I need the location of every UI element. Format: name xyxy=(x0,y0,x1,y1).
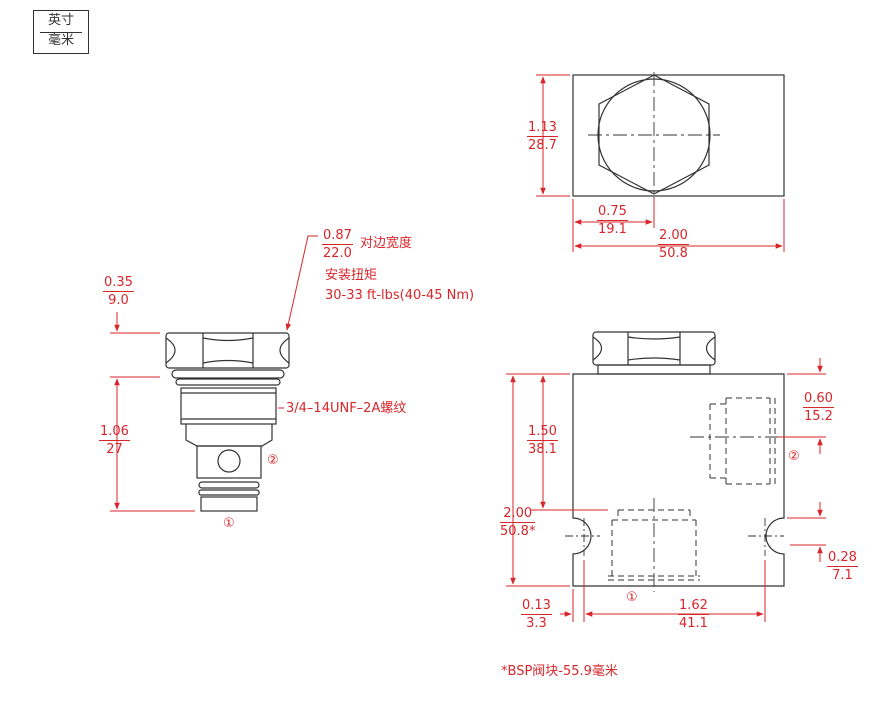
mount-offset-mm: 7.1 xyxy=(832,568,853,583)
hex-width-fraction: 0.87 22.0 xyxy=(322,228,353,261)
cartridge-body xyxy=(196,445,262,479)
block-depth-mm: 28.7 xyxy=(528,138,557,153)
unit-inch-label: 英寸 xyxy=(47,13,74,28)
cartridge-dimensions xyxy=(110,235,318,512)
body-length-mm: 27 xyxy=(106,442,123,457)
block-width-mm: 50.8 xyxy=(659,246,688,261)
body-length-fraction: 1.06 27 xyxy=(99,424,130,457)
block-top-view xyxy=(572,72,785,206)
hex-height-inch: 0.35 xyxy=(103,275,134,292)
block-height-fraction: 2.00 50.8* xyxy=(500,506,536,539)
block-height-inch: 2.00 xyxy=(500,506,536,523)
block-width-fraction: 2.00 50.8 xyxy=(658,228,689,261)
block-height-mm: 50.8* xyxy=(500,524,536,539)
hex-width-inch: 0.87 xyxy=(322,228,353,245)
hex-width-mm: 22.0 xyxy=(323,246,352,261)
block-half-width-mm: 19.1 xyxy=(598,222,627,237)
footnote: *BSP阀块-55.9毫米 xyxy=(501,664,618,679)
block-depth-fraction: 1.13 28.7 xyxy=(527,120,558,153)
port2-offset-inch: 0.60 xyxy=(803,391,834,408)
mount-offset-inch: 0.28 xyxy=(827,550,858,567)
port2-offset-fraction: 0.60 15.2 xyxy=(803,391,834,424)
block-half-width-inch: 0.75 xyxy=(597,204,628,221)
block-front-dimensions xyxy=(506,358,826,622)
edge-offset-mm: 3.3 xyxy=(526,616,547,631)
mount-spacing-fraction: 1.62 41.1 xyxy=(678,598,709,631)
block-front-view xyxy=(565,331,790,592)
body-length-inch: 1.06 xyxy=(99,424,130,441)
unit-legend: 英寸 毫米 xyxy=(33,10,89,54)
block-width-inch: 2.00 xyxy=(658,228,689,245)
hex-top-outline xyxy=(598,74,710,195)
block-half-width-fraction: 0.75 19.1 xyxy=(597,204,628,237)
cartridge-thread xyxy=(180,387,277,425)
hex-width-text: 对边宽度 xyxy=(360,236,413,251)
cavity-depth-inch: 1.50 xyxy=(527,424,558,441)
cavity-depth-fraction: 1.50 38.1 xyxy=(527,424,558,457)
unit-mm-label: 毫米 xyxy=(47,33,74,48)
mount-offset-fraction: 0.28 7.1 xyxy=(827,550,858,583)
unit-divider xyxy=(40,32,82,33)
cartridge-seal xyxy=(171,369,285,379)
block-outline xyxy=(572,373,785,587)
torque-title: 安装扭矩 xyxy=(325,268,378,283)
hex-height-fraction: 0.35 9.0 xyxy=(103,275,134,308)
cartridge-drawing xyxy=(165,332,290,512)
block-top-outline xyxy=(572,74,785,197)
edge-offset-inch: 0.13 xyxy=(521,598,552,615)
mount-spacing-mm: 41.1 xyxy=(679,616,708,631)
hex-height-mm: 9.0 xyxy=(108,293,129,308)
thread-spec: 3/4–14UNF–2A螺纹 xyxy=(286,401,407,416)
port2-offset-mm: 15.2 xyxy=(804,409,833,424)
block-hex-nut xyxy=(592,331,716,366)
cartridge-hex-nut xyxy=(165,332,290,369)
edge-offset-fraction: 0.13 3.3 xyxy=(521,598,552,631)
block-depth-inch: 1.13 xyxy=(527,120,558,137)
torque-value: 30-33 ft-lbs(40-45 Nm) xyxy=(325,288,475,303)
block-top-dimensions xyxy=(536,74,785,252)
block-port2-marker: ② xyxy=(788,449,800,464)
cartridge-port1-marker: ① xyxy=(223,516,235,531)
mount-spacing-inch: 1.62 xyxy=(678,598,709,615)
cavity-depth-mm: 38.1 xyxy=(528,442,557,457)
port2-hole xyxy=(217,449,241,473)
cartridge-port2-marker: ② xyxy=(267,453,279,468)
block-port1-marker: ① xyxy=(626,590,638,605)
cartridge-nose xyxy=(200,496,258,512)
